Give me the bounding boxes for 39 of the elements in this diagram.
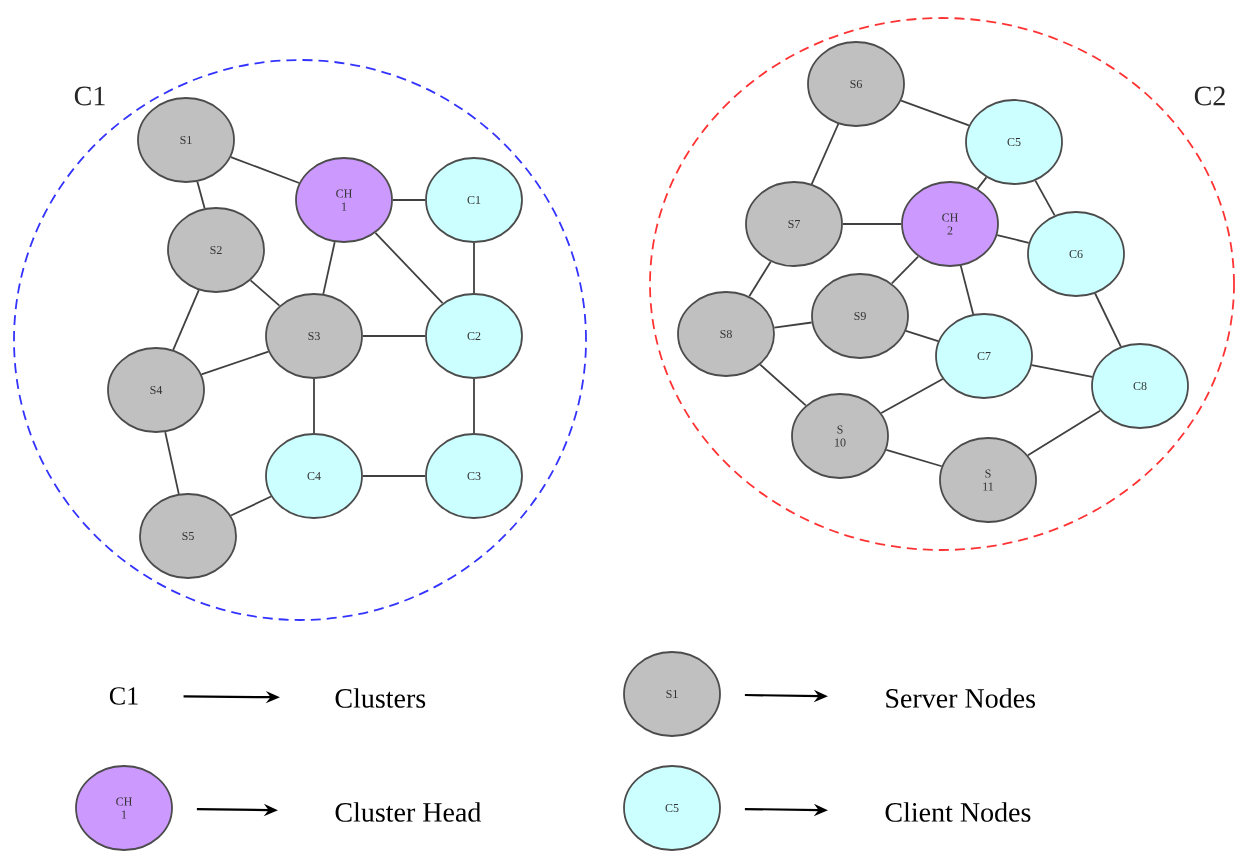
connector-line bbox=[759, 363, 807, 407]
connector-line bbox=[473, 242, 475, 294]
connector-line bbox=[473, 378, 475, 434]
connector-line bbox=[748, 260, 772, 298]
connector-line bbox=[1027, 409, 1101, 457]
cluster-label: C2 bbox=[1194, 86, 1225, 106]
connector-line bbox=[810, 123, 840, 185]
connector-line bbox=[842, 223, 902, 225]
connector-line bbox=[172, 289, 200, 351]
connector-line bbox=[1094, 292, 1122, 348]
connector-line bbox=[362, 335, 426, 337]
connector-line bbox=[890, 255, 920, 285]
legend-label: Server Nodes bbox=[886, 688, 1035, 708]
connector-line bbox=[362, 475, 426, 477]
connector-line bbox=[322, 241, 336, 295]
connector-line bbox=[900, 99, 970, 127]
connector-line bbox=[1034, 179, 1056, 217]
connector-line bbox=[880, 378, 944, 414]
connector-line bbox=[230, 495, 272, 517]
connector-line bbox=[1030, 364, 1094, 378]
connector-line bbox=[164, 431, 180, 495]
connector-line bbox=[996, 234, 1030, 244]
connector-line bbox=[313, 378, 315, 434]
legend-label: Client Nodes bbox=[885, 802, 1031, 822]
connector-line bbox=[230, 156, 301, 184]
connector-line bbox=[392, 199, 426, 201]
connector-line bbox=[249, 279, 281, 307]
connector-line bbox=[374, 232, 444, 305]
connector-line bbox=[976, 176, 988, 190]
connector-line bbox=[200, 350, 270, 376]
connector-line bbox=[885, 448, 943, 468]
connector-line bbox=[773, 321, 813, 329]
connector-line bbox=[196, 180, 206, 210]
cluster-label: C1 bbox=[74, 86, 105, 106]
connector-line bbox=[905, 329, 939, 343]
legend-label: Cluster Head bbox=[335, 802, 482, 822]
connector-line bbox=[959, 264, 975, 316]
cluster-symbol-label: C1 bbox=[109, 687, 138, 705]
legend-label: Clusters bbox=[335, 688, 426, 708]
